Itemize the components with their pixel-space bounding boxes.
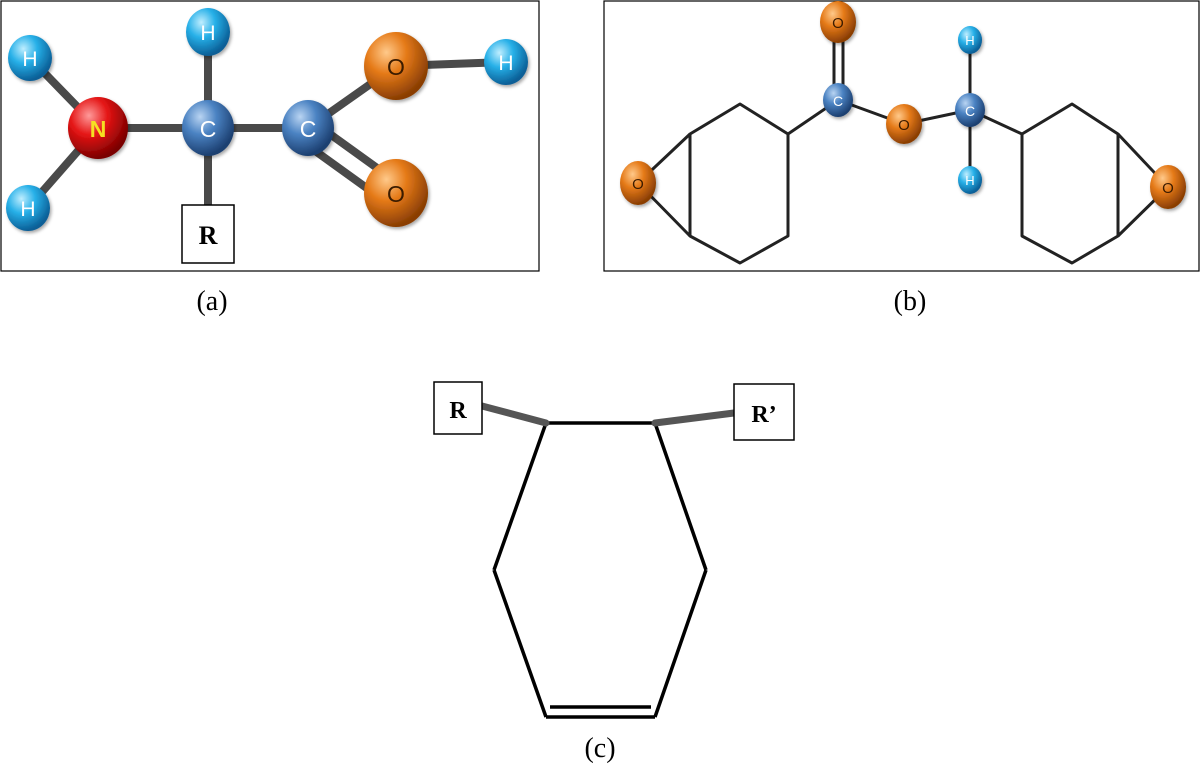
atom-h-upper-b: H [958, 26, 982, 54]
panel-b: O O C O C H H O (b) [603, 0, 1200, 317]
atom-oxygen-carbonyl-label: O [387, 181, 405, 207]
substituent-bonds [478, 402, 738, 427]
atom-nitrogen-label: N [90, 116, 107, 142]
atom-h-lower-b: H [958, 166, 982, 194]
atom-h-upper-b-label: H [965, 33, 974, 48]
panel-c: R R’ (c) [433, 381, 795, 764]
bond-r-left [478, 402, 550, 427]
atom-oxygen-carbonyl-b-label: O [832, 15, 844, 32]
caption-a: (a) [196, 286, 227, 317]
caption-c: (c) [584, 733, 615, 764]
atom-oxygen-carbonyl-b: O [820, 1, 856, 43]
atom-carbon-alpha-label: C [200, 116, 217, 142]
atom-epoxide-oxygen-left: O [620, 161, 656, 205]
atom-oxygen-hydroxyl-label: O [387, 54, 405, 80]
r-group-label-c-left: R [449, 398, 467, 424]
ring-bond-left-upper [492, 422, 548, 571]
atom-oxygen-hydroxyl: O [364, 32, 428, 100]
ring-bond-left-lower [492, 569, 548, 718]
atom-h-hydroxyl-label: H [498, 52, 513, 75]
atom-carbon-methylene: C [955, 93, 985, 127]
bond-r-right [651, 409, 738, 427]
atom-epoxide-oxygen-left-label: O [632, 176, 644, 193]
r-group-box-a: R [181, 204, 235, 264]
atom-carbon-carboxyl: C [282, 100, 334, 156]
atom-oxygen-ester-label: O [898, 117, 910, 134]
atom-h-top-left-label: H [22, 48, 37, 71]
cyclohexene-ring [492, 421, 708, 719]
atom-h-top-label: H [200, 22, 215, 45]
atom-nitrogen: N [68, 97, 128, 159]
atom-h-bottom-left: H [6, 185, 50, 231]
atom-epoxide-oxygen-right-label: O [1162, 180, 1174, 197]
panel-a: H H N H C C O H [0, 0, 540, 317]
atom-carbon-ester: C [823, 83, 853, 117]
atom-epoxide-oxygen-right: O [1150, 165, 1186, 209]
atom-carbon-methylene-label: C [965, 103, 975, 119]
atom-carbon-alpha: C [182, 100, 234, 156]
atom-carbon-ester-label: C [833, 93, 843, 109]
atom-h-top-left: H [8, 35, 52, 81]
atom-h-bottom-left-label: H [20, 198, 35, 221]
r-group-box-c-left: R [433, 381, 483, 435]
r-group-label-a: R [199, 221, 218, 250]
caption-b: (b) [894, 286, 927, 317]
atom-h-lower-b-label: H [965, 173, 974, 188]
atom-oxygen-ester: O [886, 104, 922, 144]
atom-h-hydroxyl: H [484, 39, 528, 85]
atom-oxygen-carbonyl: O [364, 159, 428, 227]
atom-h-top: H [186, 8, 230, 56]
r-group-label-c-right: R’ [751, 402, 776, 428]
atom-carbon-carboxyl-label: C [300, 116, 317, 142]
r-group-box-c-right: R’ [733, 383, 795, 441]
ring-bond-right-upper [653, 422, 708, 571]
ring-bond-right-lower [653, 569, 708, 718]
